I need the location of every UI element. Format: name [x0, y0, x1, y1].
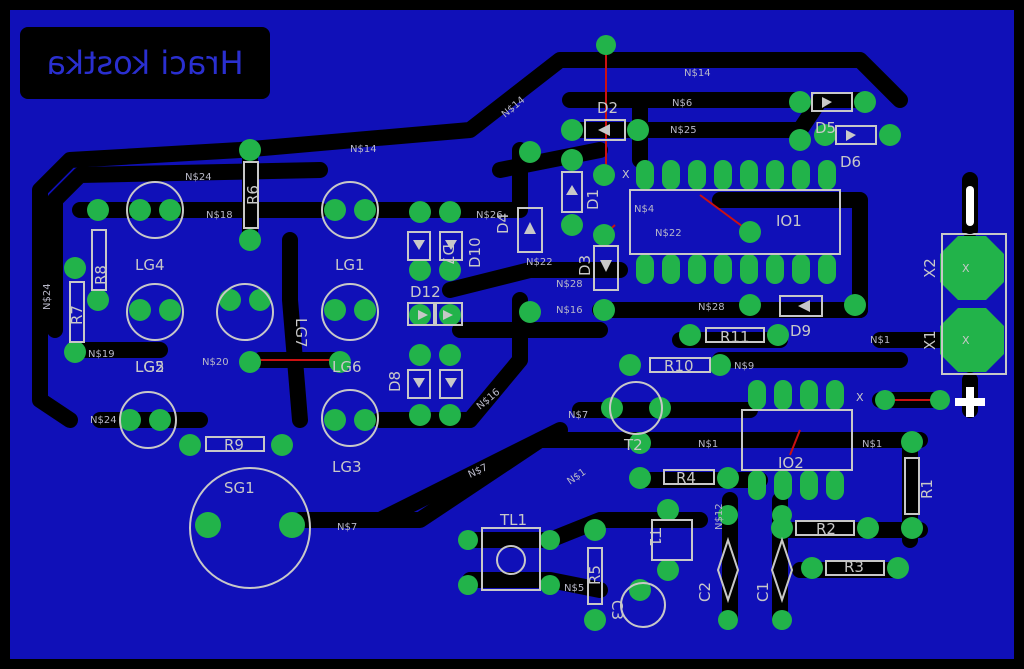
- label-r7: R7: [68, 305, 86, 325]
- label-x1: X1: [921, 330, 939, 350]
- diode-marks: [413, 97, 856, 388]
- net-label: N$9: [734, 361, 754, 372]
- label-io2: IO2: [778, 454, 804, 472]
- label-x2: X2: [921, 258, 939, 278]
- net-label: N$28: [556, 279, 583, 290]
- net-label: N$1: [698, 439, 718, 450]
- label-d1: D1: [584, 189, 602, 210]
- label-d10: D10: [466, 237, 484, 268]
- net-label: N$12: [714, 503, 725, 530]
- net-label: N$22: [655, 228, 682, 239]
- net-label: N$24: [185, 172, 212, 183]
- label-r3: R3: [844, 558, 864, 576]
- silkscreen: [69, 92, 1007, 628]
- net-labels: N$14 N$14 N$14 N$24 N$24 N$24 N$18 N$26 …: [42, 68, 890, 594]
- battery-pads: [940, 236, 1004, 372]
- net-label: N$28: [698, 302, 725, 313]
- label-d5: D5: [815, 119, 836, 137]
- net-label: N$14: [350, 144, 377, 155]
- label-t1: T1: [646, 527, 664, 547]
- label-d6: D6: [840, 153, 861, 171]
- label-lg6: LG6: [332, 358, 362, 376]
- label-r9: R9: [224, 436, 244, 454]
- battery-symbols: [955, 178, 985, 417]
- net-label: N$1: [870, 335, 890, 346]
- net-label: N$22: [526, 257, 553, 268]
- label-d2: D2: [597, 99, 618, 117]
- net-label: N$24: [42, 283, 53, 310]
- label-d3: D3: [576, 255, 594, 276]
- part-labels: LG1 LG2 LG3 LG4 LG5 LG6 LG7 R1 R2 R3 R4 …: [68, 99, 939, 620]
- label-lg1: LG1: [335, 256, 365, 274]
- net-label: N$25: [670, 125, 697, 136]
- net-label: N$1: [862, 439, 882, 450]
- label-d12: D12: [410, 283, 441, 301]
- net-label: N$4: [634, 204, 654, 215]
- net-label: N$5: [564, 583, 584, 594]
- label-lg3: LG3: [332, 458, 362, 476]
- svg-text:X: X: [856, 391, 864, 404]
- svg-text:X: X: [962, 334, 970, 347]
- label-r6: R6: [244, 185, 262, 205]
- label-lg5: LG5: [135, 358, 165, 376]
- board-title: Hraci kostka: [46, 44, 244, 82]
- svg-text:X: X: [622, 168, 630, 181]
- label-io1: IO1: [776, 212, 802, 230]
- label-lg4: LG4: [135, 256, 165, 274]
- label-r2: R2: [816, 520, 836, 538]
- label-sg1: SG1: [224, 479, 255, 497]
- label-lg7: LG7: [292, 318, 310, 348]
- net-label: N$26: [476, 210, 503, 221]
- net-label: N$20: [202, 357, 229, 368]
- pads: [64, 35, 950, 631]
- label-r8: R8: [92, 265, 110, 285]
- label-c2: C2: [696, 582, 714, 602]
- net-label: N$7: [568, 410, 588, 421]
- label-t2: T2: [623, 436, 643, 454]
- label-r11: R11: [720, 328, 750, 346]
- no-connect-marks: X X X X: [622, 168, 970, 404]
- label-r5: R5: [586, 565, 604, 585]
- net-label: N$16: [556, 305, 583, 316]
- ic-pins: [636, 160, 844, 500]
- label-d8: D8: [386, 371, 404, 392]
- label-c3: C3: [608, 600, 626, 620]
- label-d9: D9: [790, 322, 811, 340]
- label-r10: R10: [664, 357, 694, 375]
- label-d7: D7: [439, 244, 457, 265]
- label-d4: D4: [494, 213, 512, 234]
- net-label: N$18: [206, 210, 233, 221]
- title-plate: [20, 27, 270, 99]
- label-tl1: TL1: [499, 511, 527, 529]
- net-label: N$19: [88, 349, 115, 360]
- net-label: N$24: [90, 415, 117, 426]
- label-r4: R4: [676, 469, 696, 487]
- net-label: N$6: [672, 98, 692, 109]
- net-label: N$7: [337, 522, 357, 533]
- label-lg2: LG2: [135, 358, 165, 376]
- label-c1: C1: [754, 582, 772, 602]
- svg-text:X: X: [962, 262, 970, 275]
- net-label: N$14: [684, 68, 711, 79]
- label-r1: R1: [918, 479, 936, 499]
